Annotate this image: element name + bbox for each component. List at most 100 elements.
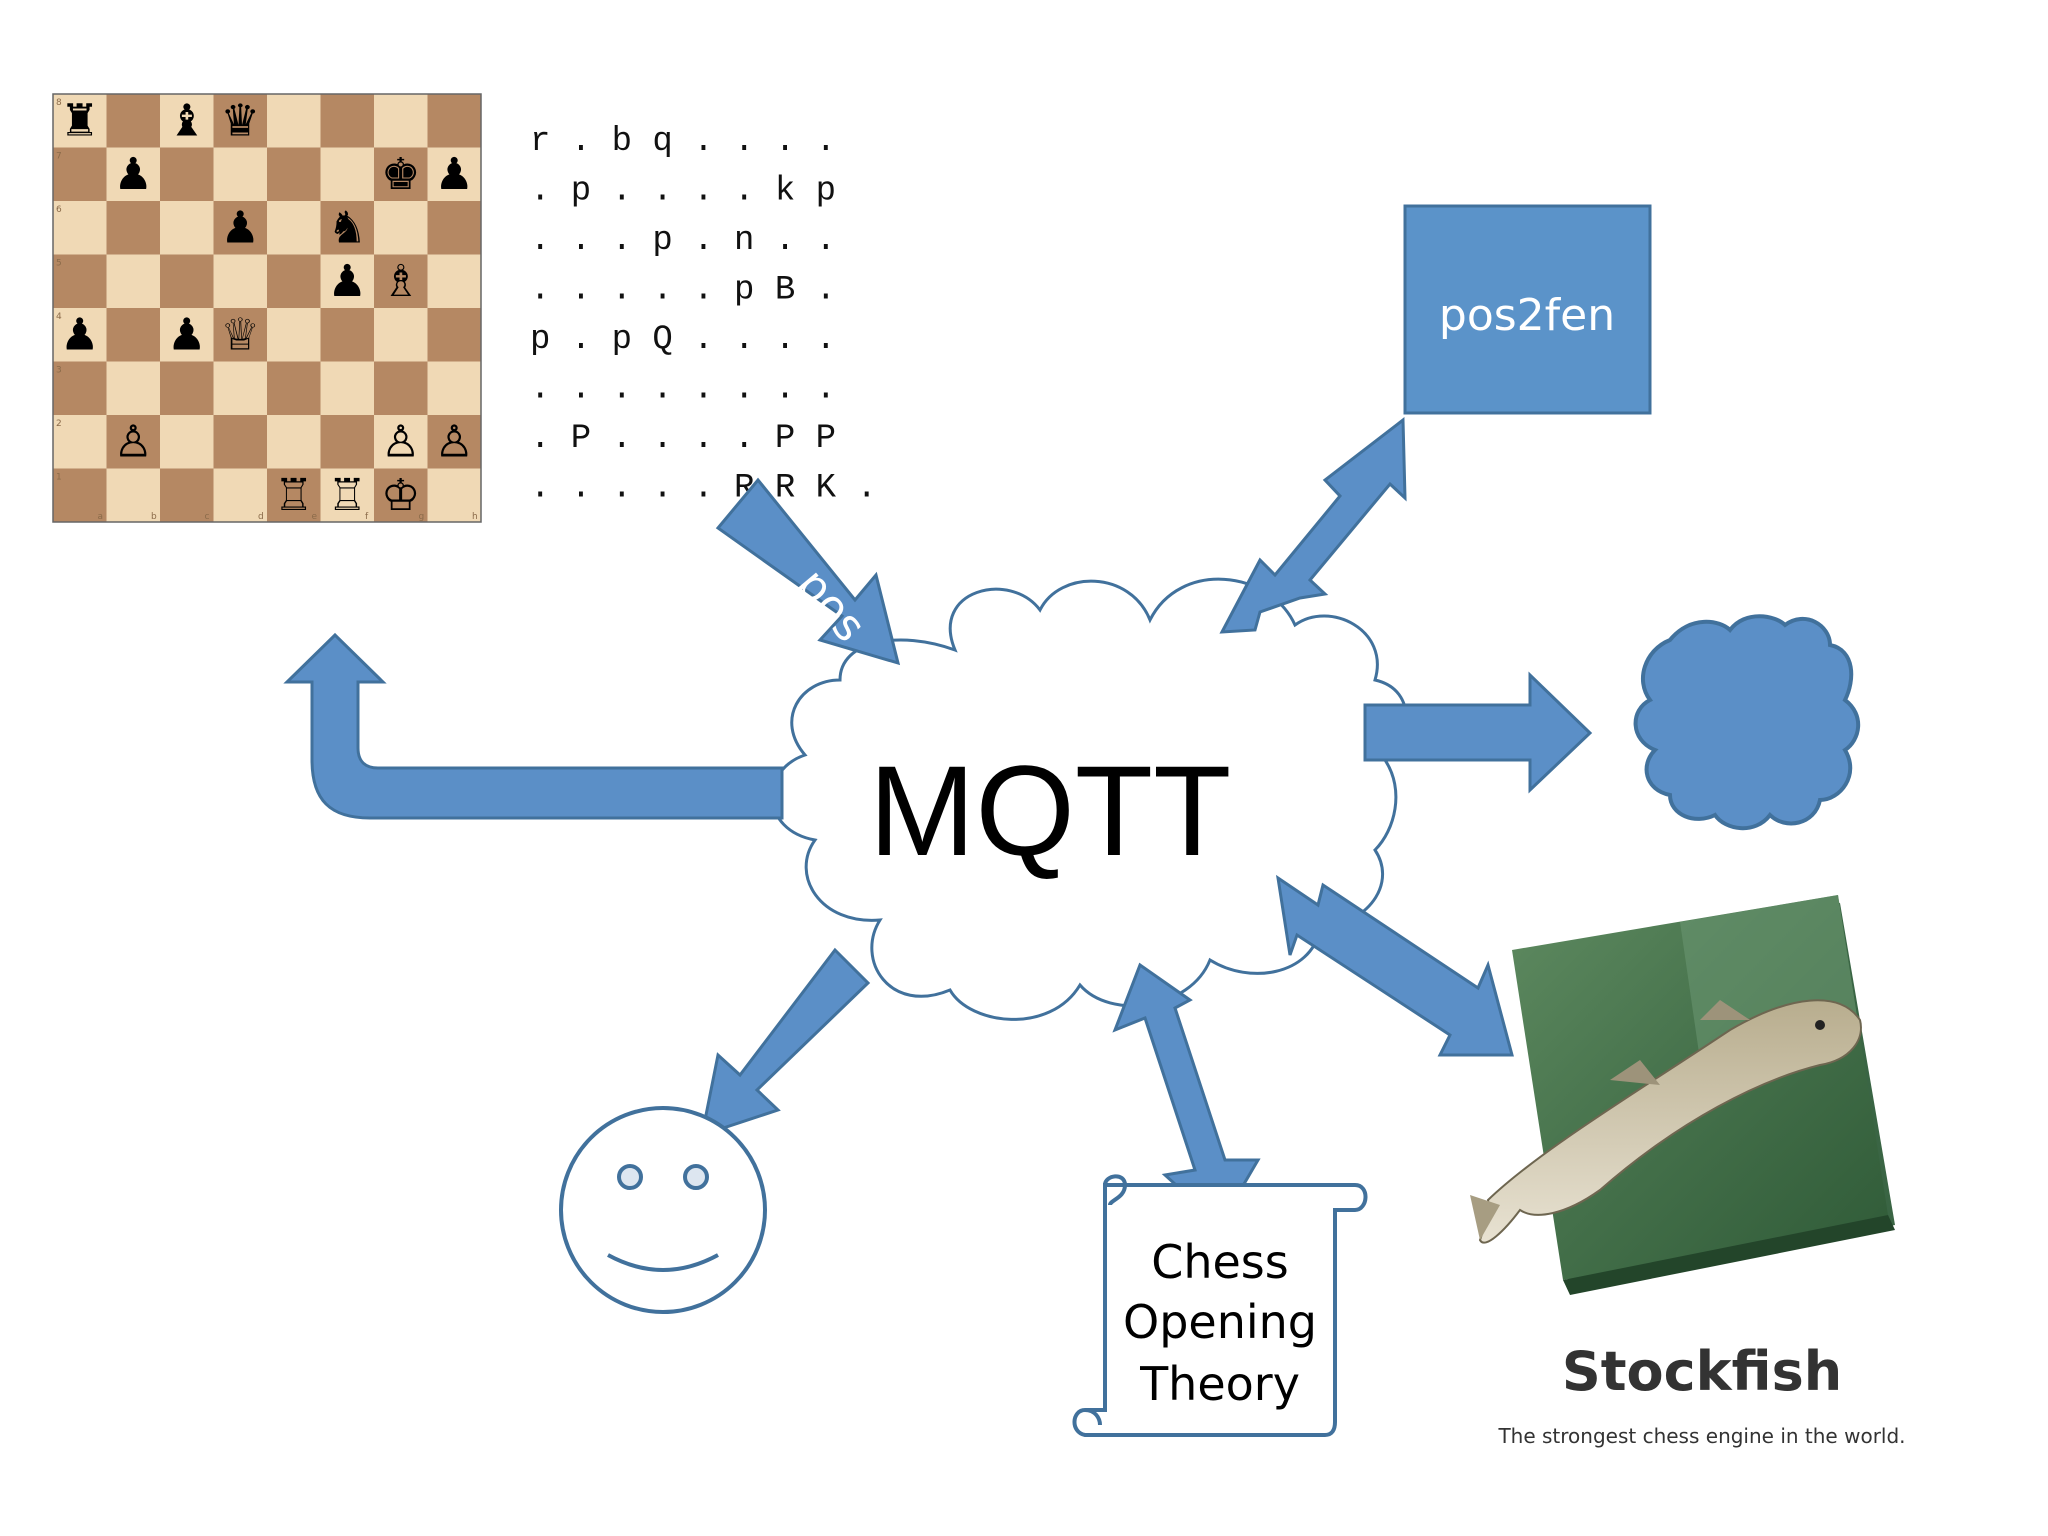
board-square — [427, 308, 481, 362]
rank-label: 6 — [56, 205, 62, 215]
board-square — [213, 201, 267, 255]
board-square — [320, 468, 374, 522]
board-square — [106, 361, 160, 415]
board-square — [267, 415, 321, 469]
stockfish-title: Stockfish — [1562, 1340, 1842, 1403]
board-square — [106, 254, 160, 308]
rank-label: 4 — [56, 312, 62, 322]
board-square — [106, 94, 160, 148]
board-square — [374, 415, 428, 469]
chess-piece: ♙ — [114, 417, 153, 468]
board-square — [374, 468, 428, 522]
ascii-board-row: . . . . . p B . — [530, 272, 836, 310]
board-square — [53, 415, 107, 469]
board-border — [52, 93, 482, 523]
chess-piece: ♟ — [60, 310, 99, 361]
chess-piece: ♝ — [167, 96, 206, 147]
ascii-board-row: . . . . . . . . — [530, 371, 836, 409]
board-square — [267, 147, 321, 201]
chess-piece: ♞ — [328, 203, 367, 254]
chess-piece: ♛ — [221, 96, 260, 147]
board-square — [213, 254, 267, 308]
mqtt-label: MQTT — [869, 740, 1232, 883]
board-square — [320, 361, 374, 415]
rank-label: 8 — [56, 98, 62, 108]
board-square — [267, 361, 321, 415]
fish-icon — [1470, 999, 1862, 1244]
chess-piece: ♚ — [381, 149, 420, 200]
elbow-arrow — [283, 632, 784, 820]
board-square — [160, 147, 214, 201]
user-smiley — [559, 1106, 767, 1314]
board-square — [53, 468, 107, 522]
ascii-board-row: . . . . . R R K . — [530, 470, 877, 508]
small-cloud — [1633, 614, 1861, 831]
board-square — [267, 468, 321, 522]
board-square — [53, 361, 107, 415]
ascii-board: r . b q . . . . . p . . . . k p . . . p . … — [530, 123, 877, 508]
board-square — [427, 254, 481, 308]
board-square — [213, 147, 267, 201]
chess-piece: ♟ — [114, 149, 153, 200]
board-square — [160, 94, 214, 148]
file-label: b — [151, 512, 157, 522]
board-square — [320, 147, 374, 201]
board-square — [374, 308, 428, 362]
board-square — [160, 415, 214, 469]
board-square — [213, 94, 267, 148]
file-label: g — [419, 512, 425, 522]
ascii-board-row: r . b q . . . . — [530, 123, 836, 161]
scroll-line-2: Opening — [1123, 1295, 1317, 1349]
chess-piece: ♟ — [435, 149, 474, 200]
rank-label: 1 — [56, 473, 62, 483]
board-square — [53, 308, 107, 362]
scroll-line-1: Chess — [1151, 1235, 1289, 1289]
board-square — [213, 468, 267, 522]
board-square — [320, 415, 374, 469]
chess-piece: ♖ — [274, 470, 313, 521]
board-square — [106, 147, 160, 201]
board-square — [427, 361, 481, 415]
pos2fen-label: pos2fen — [1439, 290, 1615, 341]
chess-piece: ♟ — [328, 256, 367, 307]
ascii-board-row: p . p Q . . . . — [530, 321, 836, 359]
board-square — [427, 147, 481, 201]
output-arrow — [1363, 671, 1593, 794]
smiley-mouth — [607, 1253, 719, 1272]
pos2fen-double-arrow — [1219, 417, 1407, 634]
board-square — [106, 415, 160, 469]
chess-piece: ♗ — [381, 256, 420, 307]
file-label: h — [472, 512, 478, 522]
chess-piece: ♙ — [435, 417, 474, 468]
board-square — [267, 94, 321, 148]
board-square — [106, 201, 160, 255]
opening-theory-scroll: Chess Opening Theory — [1072, 1174, 1368, 1437]
board-square — [320, 308, 374, 362]
chess-piece: ♜ — [60, 96, 99, 147]
ascii-board-row: . p . . . . k p — [530, 173, 836, 211]
chess-piece: ♙ — [381, 417, 420, 468]
ascii-board-row: . . . p . n . . — [530, 222, 836, 260]
stockfish-logo — [1470, 895, 1895, 1295]
board-square — [320, 254, 374, 308]
board-square — [427, 94, 481, 148]
file-label: c — [205, 512, 210, 522]
chess-piece: ♟ — [221, 203, 260, 254]
chess-piece: ♔ — [381, 470, 420, 521]
board-square — [160, 468, 214, 522]
board-square — [267, 201, 321, 255]
board-square — [427, 415, 481, 469]
board-square — [53, 147, 107, 201]
file-label: e — [312, 512, 318, 522]
smiley-left-eye — [617, 1164, 643, 1190]
chess-piece: ♕ — [221, 310, 260, 361]
file-label: a — [98, 512, 104, 522]
board-square — [374, 94, 428, 148]
file-label: f — [365, 512, 369, 522]
rank-label: 5 — [56, 259, 62, 269]
board-square — [160, 254, 214, 308]
stockfish-tagline: The strongest chess engine in the world. — [1497, 1424, 1905, 1448]
board-square — [53, 201, 107, 255]
